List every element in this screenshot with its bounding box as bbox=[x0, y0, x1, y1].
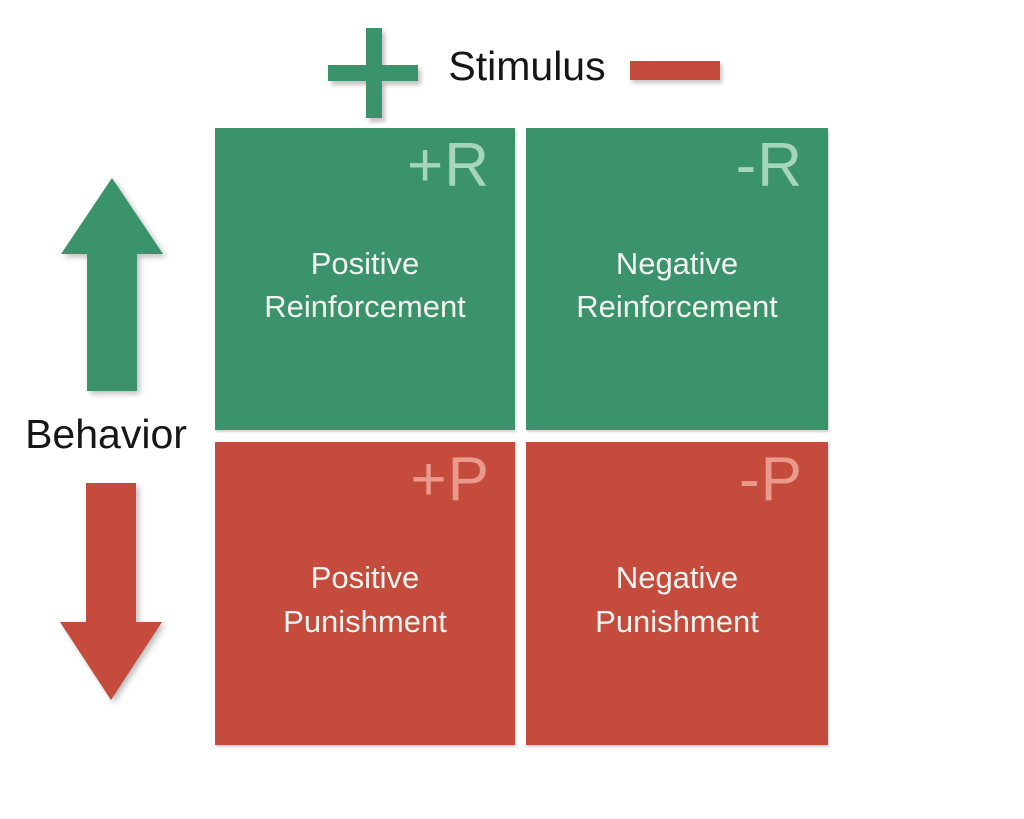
quadrant-negative-punishment: -P Negative Punishment bbox=[526, 442, 828, 745]
behavior-axis-label: Behavior bbox=[25, 411, 187, 457]
quadrant-label: Negative Reinforcement bbox=[576, 245, 778, 324]
plus-icon bbox=[328, 28, 418, 118]
behavior-decrease-arrow-icon bbox=[60, 483, 162, 700]
quadrant-positive-reinforcement: +R Positive Reinforcement bbox=[215, 128, 515, 430]
quadrant-label: Negative Punishment bbox=[595, 560, 759, 639]
quadrant-code: -P bbox=[739, 445, 803, 514]
minus-icon bbox=[630, 61, 720, 80]
quadrant-label: Positive Reinforcement bbox=[264, 245, 466, 324]
quadrant-code: -R bbox=[735, 131, 803, 200]
stimulus-axis-label: Stimulus bbox=[448, 43, 606, 89]
quadrant-label: Positive Punishment bbox=[283, 560, 447, 639]
quadrant-grid: +R Positive Reinforcement -R Negative Re… bbox=[215, 128, 828, 745]
quadrant-positive-punishment: +P Positive Punishment bbox=[215, 442, 515, 745]
quadrant-negative-reinforcement: -R Negative Reinforcement bbox=[526, 128, 828, 430]
behavior-increase-arrow-icon bbox=[61, 178, 163, 391]
quadrant-code: +P bbox=[410, 445, 490, 514]
quadrant-code: +R bbox=[407, 131, 490, 200]
